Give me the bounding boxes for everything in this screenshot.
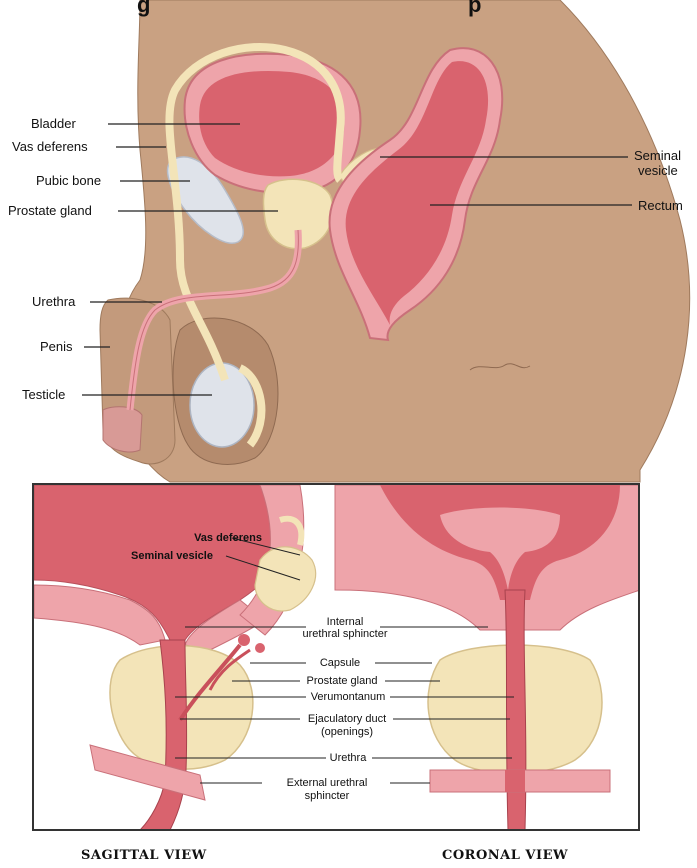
inset-label-seminal-vesicle: Seminal vesicle	[112, 550, 232, 562]
label-seminal-vesicle-2: vesicle	[638, 163, 678, 178]
inset-label-vas-deferens: Vas deferens	[168, 532, 288, 544]
glans	[103, 407, 142, 452]
title-fragment-right: p	[468, 0, 481, 18]
label-penis: Penis	[40, 339, 73, 354]
inset-label-ejaculatory-duct-1: Ejaculatory duct	[294, 713, 400, 725]
sagittal-body-illustration	[100, 0, 690, 482]
inset-label-prostate-gland: Prostate gland	[292, 675, 392, 687]
inset-label-capsule: Capsule	[300, 657, 380, 669]
inset-label-ejaculatory-duct-2: (openings)	[294, 726, 400, 738]
inset-label-external-2: sphincter	[262, 790, 392, 802]
label-vas-deferens: Vas deferens	[12, 139, 88, 154]
inset-label-urethra: Urethra	[318, 752, 378, 764]
label-testicle: Testicle	[22, 387, 65, 402]
inset-label-external-1: External urethral	[262, 777, 392, 789]
inset-label-verumontanum: Verumontanum	[300, 691, 396, 703]
label-seminal-vesicle-1: Seminal	[634, 148, 681, 163]
title-fragment: g	[137, 0, 150, 18]
label-bladder: Bladder	[31, 116, 76, 131]
inset-label-internal-2: urethral sphincter	[280, 628, 410, 640]
label-rectum: Rectum	[638, 198, 683, 213]
label-prostate-gland: Prostate gland	[8, 203, 92, 218]
inset-label-internal-1: Internal	[300, 616, 390, 628]
label-pubic-bone: Pubic bone	[36, 173, 101, 188]
coronal-view-caption: CORONAL VIEW	[442, 848, 568, 863]
sagittal-view-caption: SAGITTAL VIEW	[81, 848, 207, 863]
coronal-urethra	[505, 590, 526, 830]
label-urethra: Urethra	[32, 294, 75, 309]
